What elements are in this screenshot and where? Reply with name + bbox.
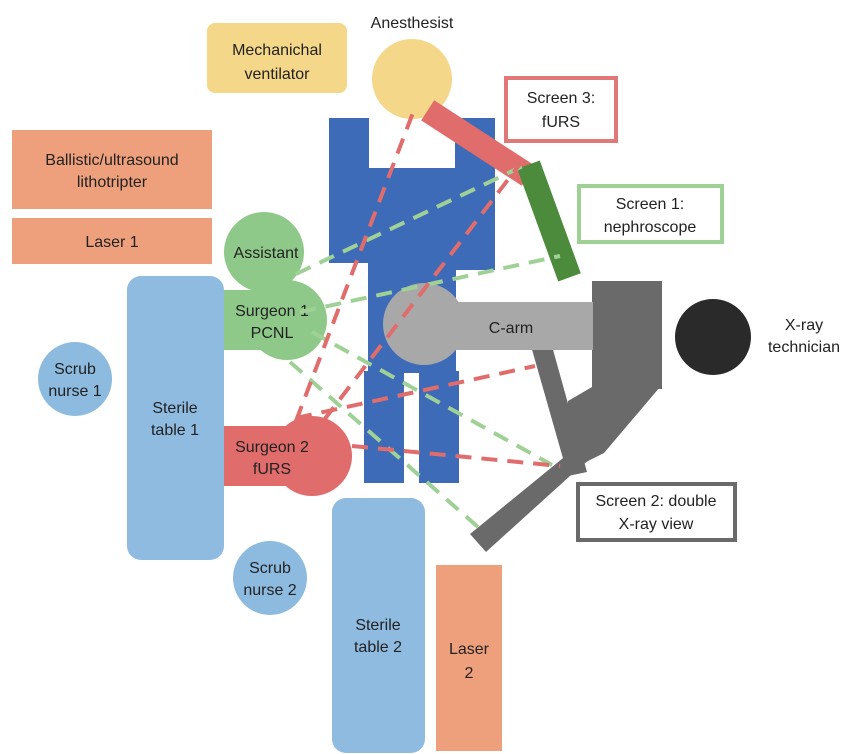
xray-technician-label-line1: X-ray: [785, 317, 823, 334]
screen1-label-line2: nephroscope: [604, 219, 697, 236]
laser2-box: [436, 565, 502, 751]
sightline-surgeon1-to-screen1: [299, 254, 561, 314]
sightlines-red: [294, 109, 561, 468]
xray-technician-label-line2: technician: [768, 339, 840, 356]
screen3-label-line1: Screen 3:: [527, 90, 595, 107]
screen3-panel: [421, 100, 535, 186]
sightline-surgeon1-to-screen2: [311, 330, 553, 467]
c-arm-column: [592, 281, 662, 389]
c-arm-machine: C-arm: [383, 281, 662, 552]
sightline-assistant-to-screen3: [295, 164, 524, 276]
scrub-nurse-2-label-line2: nurse 2: [243, 582, 296, 599]
screen2-label-line2: X-ray view: [619, 516, 694, 533]
lithotripter-box: [12, 130, 212, 209]
scrub-nurse-1-circle: [38, 342, 112, 416]
screen1-label-line1: Screen 1:: [616, 196, 684, 213]
patient-leg-right: [419, 371, 459, 483]
anesthesist-circle: [372, 39, 452, 119]
sightline-surgeon2-to-screen2-lower: [351, 444, 561, 468]
assistant-circle: [224, 212, 304, 292]
sterile-table-1-label-line1: Sterile: [152, 400, 197, 417]
sightlines-green: [288, 164, 561, 529]
assistant-label: Assistant: [234, 245, 299, 262]
laser2-label-line1: Laser: [449, 641, 490, 658]
laser2-label-line2: 2: [465, 665, 474, 682]
sightline-surgeon2-to-screen3: [294, 109, 416, 422]
ventilator-label-line1: Mechanichal: [232, 42, 322, 59]
surgeon-2-circle: [272, 416, 352, 496]
patient-leg-left: [364, 371, 404, 483]
ventilator-box: [207, 23, 347, 93]
screen1-panel: [517, 160, 581, 282]
scrub-nurse-2-circle: [233, 541, 307, 615]
screen3-label-line2: fURS: [542, 114, 580, 131]
surgeon-1-label-line1: Surgeon 1: [235, 303, 309, 320]
laser1-label: Laser 1: [85, 234, 138, 251]
scrub-nurse-1-label-line1: Scrub: [54, 361, 96, 378]
surgeon-2-label-line2: fURS: [253, 461, 291, 478]
c-arm-head: [383, 283, 465, 365]
laser1-box: [12, 218, 212, 264]
c-arm-side-post: [531, 346, 587, 476]
sightline-surgeon1-to-screen2-lower: [288, 360, 480, 529]
sterile-table-1: [127, 276, 224, 560]
screen2-label-line1: Screen 2: double: [596, 493, 717, 510]
xray-technician-circle: [675, 299, 751, 375]
sterile-table-1-label-line2: table 1: [151, 422, 199, 439]
patient-shoulder-left: [329, 118, 369, 263]
c-arm-lower-arm: [470, 387, 660, 552]
surgeon-1-label-line2: PCNL: [251, 325, 294, 342]
lithotripter-label-line1: Ballistic/ultrasound: [45, 152, 178, 169]
screen3-label-box: [504, 76, 618, 143]
sterile-table-2-label-line2: table 2: [354, 639, 402, 656]
screen2-label-box: [576, 482, 737, 542]
sightline-surgeon2-to-screen2: [295, 364, 536, 420]
c-arm-label: C-arm: [489, 320, 533, 337]
scrub-nurse-1-label-line2: nurse 1: [48, 383, 101, 400]
sightline-surgeon2-to-screen3-right: [322, 162, 522, 422]
surgeon-1-circle: [247, 280, 327, 360]
surgeon-2-label-line1: Surgeon 2: [235, 439, 309, 456]
sterile-table-2: [332, 498, 425, 753]
lithotripter-label-line2: lithotripter: [77, 174, 148, 191]
sterile-table-2-label-line1: Sterile: [355, 617, 400, 634]
scrub-nurse-2-label-line1: Scrub: [249, 560, 291, 577]
anesthesist-label: Anesthesist: [371, 15, 454, 32]
screen1-label-box: [577, 184, 724, 244]
ventilator-label-line2: ventilator: [245, 66, 311, 83]
